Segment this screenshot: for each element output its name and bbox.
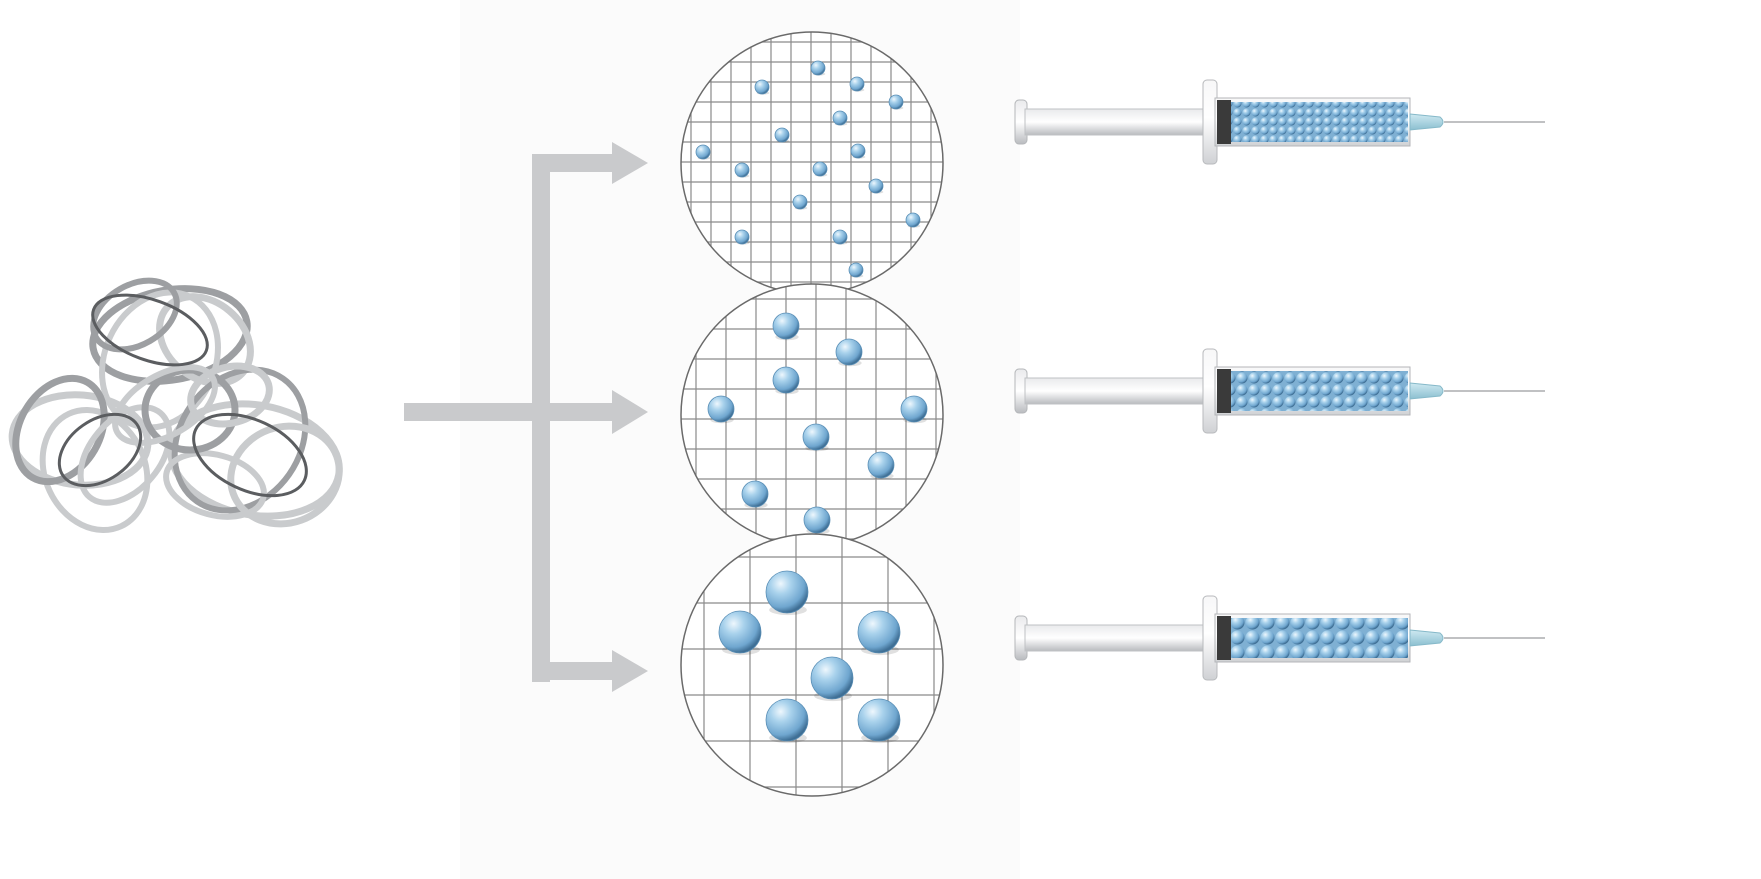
particle	[868, 178, 884, 194]
polymer-coil-icon	[8, 277, 343, 534]
arrow-stem	[404, 403, 542, 421]
coil-strand-dark	[91, 293, 209, 367]
particle	[772, 366, 800, 394]
coil-strand	[163, 450, 267, 520]
arrow-branch-top	[532, 154, 618, 172]
particle	[802, 423, 830, 451]
needle-hub	[1409, 629, 1444, 647]
plunger-rod	[1024, 377, 1216, 405]
syringe-stopper	[1217, 100, 1231, 144]
coil-strand-dark	[57, 412, 143, 488]
coil-strand	[39, 406, 151, 534]
particle	[848, 262, 864, 278]
arrow-branch-bottom	[532, 662, 618, 680]
coil-strand	[77, 404, 173, 506]
coil-strand	[112, 364, 218, 446]
particle	[849, 76, 865, 92]
particle	[772, 312, 800, 340]
syringe-icon	[1014, 348, 1545, 434]
particle	[695, 144, 711, 160]
particle	[857, 698, 901, 742]
coil-strand	[227, 422, 343, 528]
arrow-head-top	[612, 142, 648, 184]
syringe-icon	[1014, 595, 1545, 681]
particle	[754, 79, 770, 95]
coil-strand	[90, 277, 180, 353]
particle-grid-medium-particles	[680, 283, 944, 547]
coil-strand-dark	[192, 412, 308, 498]
particle	[774, 127, 790, 143]
syringe-icon	[1014, 79, 1545, 165]
needle-hub	[1409, 382, 1444, 400]
particle	[857, 610, 901, 654]
syringe-contents	[1230, 371, 1408, 411]
particle	[803, 506, 831, 534]
needle-hub	[1409, 113, 1444, 131]
syringe-stopper	[1217, 616, 1231, 660]
particle	[888, 94, 904, 110]
particle	[765, 698, 809, 742]
particle	[867, 451, 895, 479]
syringe-contents	[1230, 618, 1408, 658]
arrow-head-bottom	[612, 650, 648, 692]
particle	[812, 161, 828, 177]
syringe-contents	[1230, 102, 1408, 142]
particle	[734, 229, 750, 245]
arrow-head-middle	[612, 390, 648, 434]
syringe-stopper	[1217, 369, 1231, 413]
branching-arrow	[404, 142, 648, 692]
coil-strand	[187, 362, 273, 428]
particle	[741, 480, 769, 508]
particle	[707, 395, 735, 423]
particle	[832, 229, 848, 245]
particle	[718, 610, 762, 654]
particle-grid-small-particles	[680, 31, 944, 295]
plunger-rod	[1024, 624, 1216, 652]
plunger-rod	[1024, 108, 1216, 136]
particle	[810, 60, 826, 76]
arrow-branch-middle	[532, 403, 618, 421]
particle	[905, 212, 921, 228]
particle	[850, 143, 866, 159]
particle	[900, 395, 928, 423]
particle-grid-large-particles	[680, 533, 944, 797]
particle	[810, 656, 854, 700]
particle	[734, 162, 750, 178]
particle	[832, 110, 848, 126]
grid-outline	[680, 533, 944, 797]
particle	[765, 570, 809, 614]
coil-strand	[12, 374, 108, 486]
particle	[835, 338, 863, 366]
particle	[792, 194, 808, 210]
